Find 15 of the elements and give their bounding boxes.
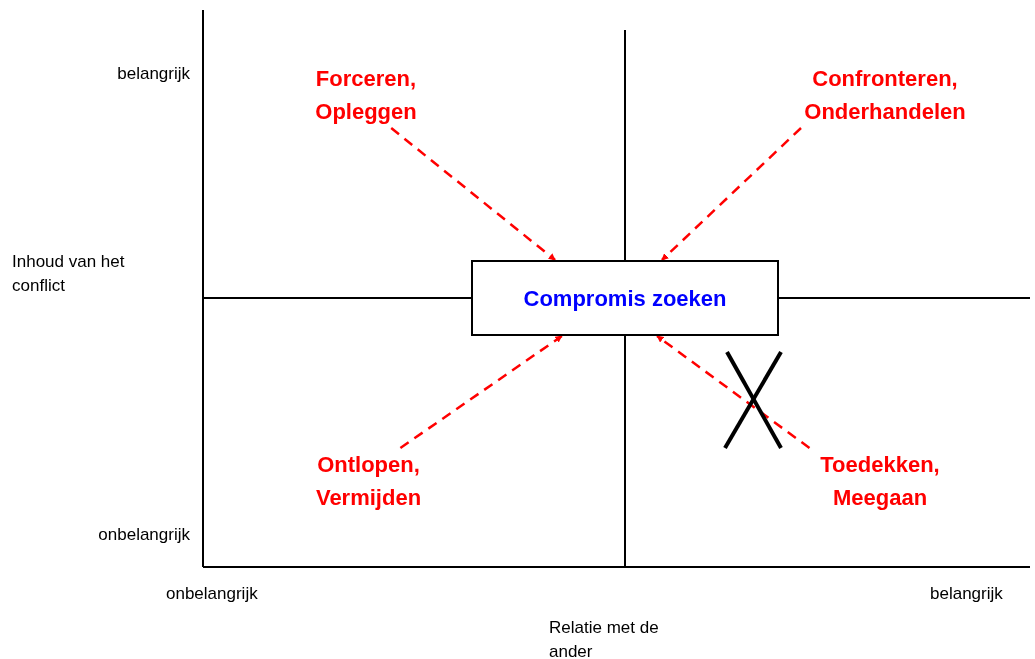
axis-label: belangrijk xyxy=(930,583,1004,605)
axis-label: onbelangrijk xyxy=(166,583,259,605)
strategy-box: Compromis zoeken xyxy=(471,260,779,336)
dashed-arrow xyxy=(661,127,802,261)
strategy-label: Ontlopen, Vermijden xyxy=(296,448,441,514)
strategy-label: Confronteren, Onderhandelen xyxy=(780,62,990,128)
axis-label: Inhoud van het conflict xyxy=(12,251,126,297)
strategy-label: Toedekken, Meegaan xyxy=(805,448,955,514)
axis-label: onbelangrijk xyxy=(97,524,190,546)
axis-label: belangrijk xyxy=(116,63,190,85)
dashed-arrow xyxy=(390,127,556,261)
axis-label: Relatie met de ander xyxy=(549,617,660,659)
dashed-arrow xyxy=(656,335,811,449)
dashed-arrow xyxy=(399,334,563,450)
strategy-label: Forceren, Opleggen xyxy=(296,62,436,128)
